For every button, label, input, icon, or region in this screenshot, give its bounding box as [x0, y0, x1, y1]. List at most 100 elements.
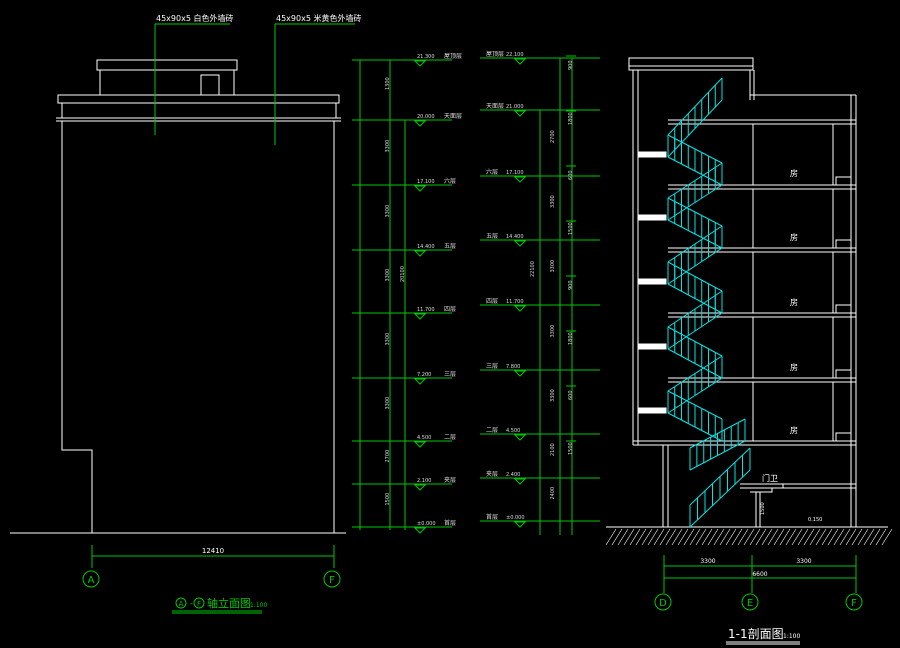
section-level-value: 2.400: [506, 472, 520, 478]
hatch-stroke: [701, 528, 713, 546]
level-marker-icon: [513, 478, 527, 485]
svg-text:F: F: [851, 598, 857, 609]
section-level-name: 夹层: [486, 470, 498, 478]
elevation-level-name: 六层: [444, 177, 456, 185]
hatch-stroke: [713, 528, 725, 546]
svg-text:F: F: [197, 600, 201, 608]
elevation-level-name: 三层: [444, 371, 456, 378]
hatch-stroke: [695, 528, 707, 546]
section-small-dim: 1800: [568, 112, 574, 125]
building-outline: [61, 121, 93, 533]
hatch-stroke: [791, 528, 803, 546]
axis-bubble-d: D: [654, 593, 672, 611]
section-level-value: ±0.000: [506, 515, 525, 521]
level-marker-icon: [513, 176, 527, 183]
section-title: 1-1剖面图 1:100: [726, 627, 800, 645]
section-total-dim: 22100: [530, 261, 536, 277]
door-height-label: 1500: [760, 502, 766, 515]
hatch-stroke: [719, 528, 731, 546]
axis-bubble-a: A: [82, 570, 100, 588]
elevation-segment-dim: 1300: [385, 77, 391, 90]
room-label-5: 房: [790, 232, 798, 242]
hatch-stroke: [779, 528, 791, 546]
hatch-stroke: [833, 528, 845, 546]
section-view: [606, 57, 888, 528]
level-marker-icon: [413, 185, 427, 192]
elevation-segment-dim: 1500: [385, 493, 391, 506]
hatch-stroke: [851, 528, 863, 546]
elevation-segment-dim: 3300: [385, 269, 391, 282]
elevation-level-name: 二层: [444, 434, 456, 441]
hatch-stroke: [881, 528, 893, 546]
elevation-level-name: 四层: [444, 306, 456, 313]
hatch-stroke: [755, 528, 767, 546]
hatch-stroke: [839, 528, 851, 546]
hatch-stroke: [683, 528, 695, 546]
axis-bubble-f: F: [323, 570, 341, 588]
section-dim-overall: 6600: [752, 571, 767, 578]
hatch-stroke: [623, 528, 635, 546]
section-level-name: 三层: [486, 363, 498, 370]
section-level-value: 14.400: [506, 234, 524, 240]
hatch-stroke: [767, 528, 779, 546]
elevation-level-value: 7.200: [417, 372, 431, 378]
elevation-level-value: 17.100: [417, 179, 435, 185]
section-level-name: 四层: [486, 298, 498, 305]
hatch-stroke: [737, 528, 749, 546]
hatch-stroke: [605, 528, 617, 546]
elevation-segment-dim: 3300: [385, 140, 391, 153]
rooftop-stair-room: [96, 59, 238, 71]
elevation-overall-dim: 12410: [202, 547, 224, 555]
hatch-stroke: [671, 528, 683, 546]
section-dim-ef: 3300: [796, 558, 811, 565]
level-marker-icon: [513, 110, 527, 117]
level-marker-icon: [513, 521, 527, 528]
hatch-stroke: [761, 528, 773, 546]
elevation-level-value: ±0.000: [417, 521, 436, 527]
svg-text:1-1剖面图: 1-1剖面图: [728, 627, 784, 641]
hatch-stroke: [611, 528, 623, 546]
elevation-segment-dim: 2700: [385, 450, 391, 463]
axis-bubble-e: E: [741, 593, 759, 611]
hatch-stroke: [731, 528, 743, 546]
hatch-stroke: [809, 528, 821, 546]
section-dimensions: [663, 555, 857, 593]
section-segment-dim: 3300: [550, 195, 556, 208]
section-small-dim: 600: [568, 390, 574, 400]
section-segment-dim: 3300: [550, 389, 556, 402]
section-level-name: 天面层: [486, 103, 504, 110]
level-marker-icon: [513, 240, 527, 247]
svg-text:A: A: [179, 600, 184, 608]
hatch-stroke: [647, 528, 659, 546]
section-level-name: 首层: [486, 513, 498, 521]
level-marker-icon: [413, 60, 427, 67]
level-marker-icon: [513, 305, 527, 312]
level-marker-icon: [413, 250, 427, 257]
section-level-value: 4.500: [506, 428, 520, 434]
axis-bubble-f-section: F: [845, 593, 863, 611]
elevation-dimension: [91, 545, 335, 568]
section-level-value: 11.700: [506, 299, 524, 305]
hatch-stroke: [797, 528, 809, 546]
elevation-level-value: 20.000: [417, 114, 435, 120]
hatch-stroke: [743, 528, 755, 546]
elevation-total-dim: 20100: [400, 266, 406, 282]
hatch-stroke: [629, 528, 641, 546]
material-notes: [154, 23, 355, 145]
elevation-level-value: 2.100: [417, 478, 431, 484]
room-label-3: 房: [790, 362, 798, 372]
hatch-stroke: [677, 528, 689, 546]
hatch-stroke: [659, 528, 671, 546]
section-small-dim: 900: [568, 60, 574, 70]
elevation-level-value: 4.500: [417, 435, 431, 441]
section-level-value: 17.100: [506, 170, 524, 176]
hatch-stroke: [635, 528, 647, 546]
section-small-dim: 1500: [568, 222, 574, 235]
hatch-stroke: [857, 528, 869, 546]
elevation-level-name: 夹层: [444, 476, 456, 484]
elevation-level-name: 首层: [444, 519, 456, 527]
elevation-segment-dim: 3300: [385, 205, 391, 218]
material-note-1: 45x90x5 白色外墙砖: [156, 13, 233, 23]
